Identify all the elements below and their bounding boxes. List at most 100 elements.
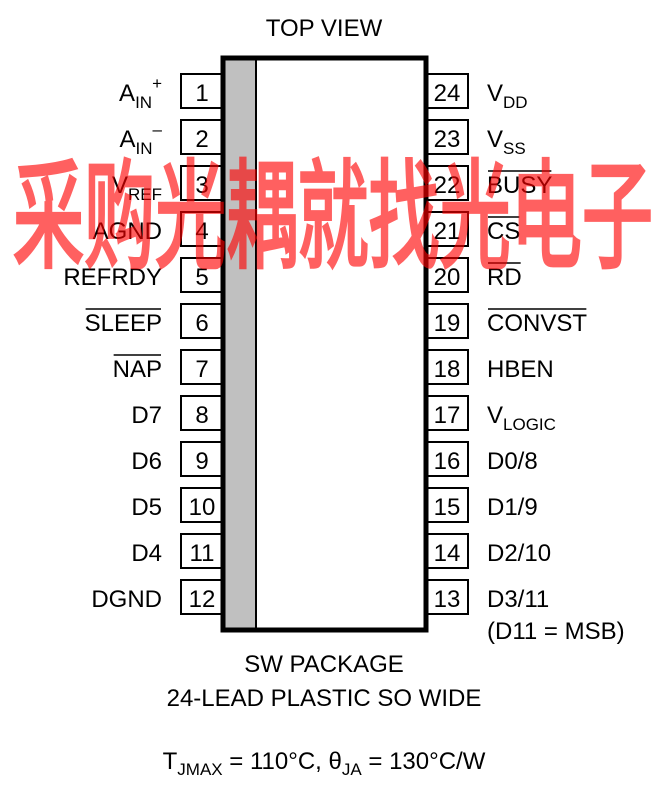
pin-name-superscript: + <box>152 74 162 93</box>
pin-name-subscript: DD <box>503 93 528 112</box>
left-pin-label-9: D6 <box>131 448 162 475</box>
right-pin-label-19: CONVST <box>487 310 587 337</box>
pin-number-22: 22 <box>434 172 461 199</box>
pin-number-2: 2 <box>195 126 208 153</box>
pin-number-1: 1 <box>195 80 208 107</box>
pin-number-5: 5 <box>195 264 208 291</box>
msb-note: (D11 = MSB) <box>487 618 625 645</box>
pin-number-17: 17 <box>434 402 461 429</box>
pin-name: D0/8 <box>487 448 538 475</box>
pin-name-subscript: IN <box>136 139 153 158</box>
pin-name: D4 <box>131 540 162 567</box>
left-pin-label-5: REFRDY <box>63 264 162 291</box>
top-view-label: TOP VIEW <box>266 15 383 42</box>
pin-name-subscript: REF <box>128 185 162 204</box>
pin-box-6 <box>180 303 224 339</box>
theta-value: = 130°C/W <box>362 748 486 775</box>
pin-name-subscript: IN <box>135 93 152 112</box>
pin-box-11 <box>180 533 224 569</box>
pin-number-21: 21 <box>434 218 461 245</box>
pin-name: NAP <box>113 356 162 383</box>
pin-number-9: 9 <box>195 448 208 475</box>
pin-number-15: 15 <box>434 494 461 521</box>
pin-number-8: 8 <box>195 402 208 429</box>
pin-name: V <box>487 126 503 153</box>
thermal-spec: TJMAX = 110°C, θJA = 130°C/W <box>163 748 486 779</box>
pin-number-24: 24 <box>434 80 461 107</box>
pin-name: REFRDY <box>63 264 162 291</box>
pin-name: V <box>112 172 128 199</box>
tj-value: = 110°C, <box>223 748 329 775</box>
right-pin-label-20: RD <box>487 264 522 291</box>
right-pin-label-17: VLOGIC <box>487 402 556 434</box>
left-pin-label-1: AIN+ <box>119 74 162 112</box>
pin-name: DGND <box>91 586 162 613</box>
left-pin-label-6: SLEEP <box>85 310 162 337</box>
pin-name: HBEN <box>487 356 554 383</box>
pin-number-6: 6 <box>195 310 208 337</box>
pin-name-subscript: SS <box>503 139 526 158</box>
left-pin-label-10: D5 <box>131 494 162 521</box>
pin1-marker-strip <box>225 60 256 628</box>
pin-name: CS <box>487 218 520 245</box>
pin-name: D7 <box>131 402 162 429</box>
right-pin-label-16: D0/8 <box>487 448 538 475</box>
pin-number-18: 18 <box>434 356 461 383</box>
pin-number-20: 20 <box>434 264 461 291</box>
pin-name: RD <box>487 264 522 291</box>
left-pin-label-2: AIN– <box>120 120 163 158</box>
package-name: SW PACKAGE <box>244 651 404 678</box>
left-pin-label-7: NAP <box>113 356 162 383</box>
pin-number-23: 23 <box>434 126 461 153</box>
right-pin-label-15: D1/9 <box>487 494 538 521</box>
pin-name: D2/10 <box>487 540 551 567</box>
left-pin-label-12: DGND <box>91 586 162 613</box>
pin-number-14: 14 <box>434 540 461 567</box>
pin-name: D6 <box>131 448 162 475</box>
theta-subscript: JA <box>342 760 363 779</box>
right-pin-label-21: CS <box>487 218 520 245</box>
theta-symbol: θ <box>329 748 342 775</box>
right-pin-label-13: D3/11 <box>487 586 549 613</box>
pin-box-1 <box>180 73 224 109</box>
pin-number-19: 19 <box>434 310 461 337</box>
pin-name: A <box>120 126 136 153</box>
pin-box-24 <box>425 73 469 109</box>
pin-name: D3/11 <box>487 586 549 613</box>
left-pin-label-11: D4 <box>131 540 162 567</box>
right-pin-label-14: D2/10 <box>487 540 551 567</box>
pin-name: AGND <box>93 218 162 245</box>
left-pin-label-4: AGND <box>93 218 162 245</box>
right-pin-label-24: VDD <box>487 80 528 112</box>
right-pin-label-23: VSS <box>487 126 526 158</box>
pin-number-3: 3 <box>195 172 208 199</box>
left-pin-label-3: VREF <box>112 172 162 204</box>
tj-subscript: JMAX <box>177 760 222 779</box>
pin-box-13 <box>425 579 469 615</box>
pin-name: CONVST <box>487 310 587 337</box>
pin-name: A <box>119 80 135 107</box>
pin-name-subscript: LOGIC <box>503 415 556 434</box>
pin-name: V <box>487 80 503 107</box>
watermark: 采购光耦就找光电子 <box>13 148 653 286</box>
pin-name: D1/9 <box>487 494 538 521</box>
pin-name-superscript: – <box>153 120 163 139</box>
pin-name: D5 <box>131 494 162 521</box>
pin-number-12: 12 <box>189 586 216 613</box>
pin-number-13: 13 <box>434 586 461 613</box>
pin-name: V <box>487 402 503 429</box>
pin-number-4: 4 <box>195 218 208 245</box>
pin-box-4 <box>180 211 224 247</box>
tj-symbol: T <box>163 748 178 775</box>
right-pin-label-22: BUSY <box>487 172 552 199</box>
pin-box-20 <box>425 257 469 293</box>
package-description: 24-LEAD PLASTIC SO WIDE <box>167 685 482 712</box>
pin-name: SLEEP <box>85 310 162 337</box>
right-pin-label-18: HBEN <box>487 356 554 383</box>
pin-name: BUSY <box>487 172 552 199</box>
pin-number-16: 16 <box>434 448 461 475</box>
pin-number-10: 10 <box>189 494 216 521</box>
pin-number-7: 7 <box>195 356 208 383</box>
pin-box-16 <box>425 441 469 477</box>
